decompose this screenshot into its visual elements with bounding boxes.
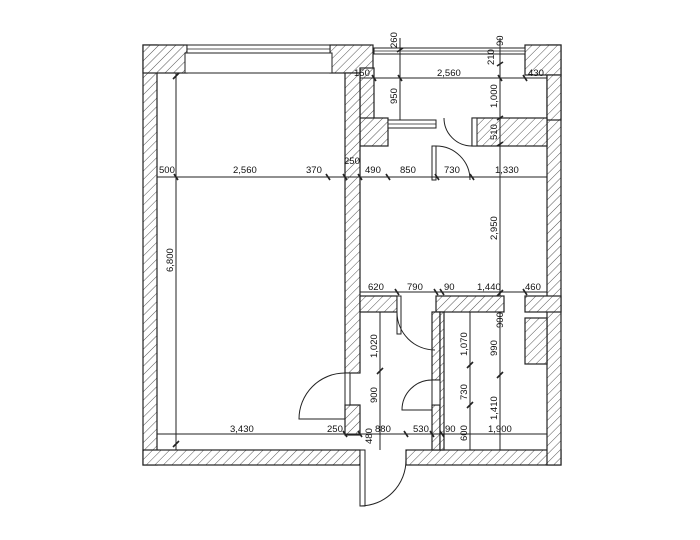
dim-v-990: 990 (489, 340, 500, 356)
dim-top-150: 150 (354, 68, 370, 79)
dim-row-850: 850 (400, 165, 416, 176)
dim-bot-880: 880 (375, 424, 391, 435)
wall-balcony-right-pier (524, 44, 562, 76)
wall-bath-partition-lower (431, 404, 441, 451)
dim-row-250: 250 (344, 156, 360, 167)
dim-row-730: 730 (444, 165, 460, 176)
wall-bath-partition (431, 311, 441, 381)
dimension-lines (157, 38, 547, 450)
dim-bot-1900: 1,900 (488, 424, 512, 435)
dim-top-510: 510 (489, 124, 500, 140)
wall-bottom-right (405, 449, 562, 466)
dim-bot-480: 480 (364, 428, 375, 444)
dim-bot-3430: 3,430 (230, 424, 254, 435)
dimension-labels: 260 210 90 150 2,560 430 950 1,000 510 5… (159, 32, 544, 444)
wall-kitchen-top-right (471, 117, 548, 147)
dim-row-500: 500 (159, 165, 175, 176)
wall-shaft (524, 317, 548, 365)
dim-v-1020: 1,020 (369, 334, 380, 358)
dim-bot-250: 250 (327, 424, 343, 435)
door-corridor-swing (396, 311, 436, 351)
window-room-sill (184, 52, 333, 74)
wall-kitchen-bottom-left (359, 295, 398, 313)
dim-row-370: 370 (306, 165, 322, 176)
door-room-swing (298, 372, 346, 420)
door-balcony (471, 117, 478, 147)
dim-v-730: 730 (459, 384, 470, 400)
dim-mid-620: 620 (368, 282, 384, 293)
dim-mid-460: 460 (525, 282, 541, 293)
door-balcony-swing (443, 117, 473, 147)
door-bath-swing (401, 379, 433, 411)
dim-bot-90: 90 (445, 424, 456, 435)
dim-row-1330: 1,330 (495, 165, 519, 176)
dim-bot-600: 600 (459, 425, 470, 441)
door-entry-swing (359, 459, 407, 507)
dim-top-210: 210 (486, 49, 497, 65)
door-room-leaf (344, 372, 351, 406)
wall-bottom-left (142, 449, 361, 466)
dim-v-2950: 2,950 (489, 216, 500, 240)
dim-top-1000: 1,000 (489, 84, 500, 108)
doors (298, 117, 478, 507)
wall-kitchen-top-left (359, 117, 389, 147)
wall-partition-vertical (344, 72, 361, 374)
dim-bot-530: 530 (413, 424, 429, 435)
dim-v-1070: 1,070 (459, 332, 470, 356)
dim-mid-90: 90 (444, 282, 455, 293)
wall-partition-lower (344, 404, 361, 436)
dim-top-90: 90 (495, 35, 506, 46)
dim-top-2560: 2,560 (437, 68, 461, 79)
wall-kitchen-bottom-right (524, 295, 562, 313)
dim-v-900-b: 900 (495, 312, 506, 328)
dim-v-6800: 6,800 (165, 248, 176, 272)
door-bath-leaf (431, 379, 441, 406)
door-kitchen-leaf (431, 145, 437, 181)
wall-left (142, 44, 158, 466)
dim-row-490: 490 (365, 165, 381, 176)
dim-mid-790: 790 (407, 282, 423, 293)
dim-top-430: 430 (528, 68, 544, 79)
dim-top-260: 260 (389, 32, 400, 48)
wall-balcony-right (546, 74, 562, 121)
wall-top-left (142, 44, 188, 74)
dim-top-950: 950 (389, 88, 400, 104)
dim-mid-1440: 1,440 (477, 282, 501, 293)
dim-row-2560: 2,560 (233, 165, 257, 176)
wall-kitchen-bottom-mid (435, 295, 505, 313)
wall-bath2-partition (439, 311, 445, 451)
walls (142, 44, 562, 466)
door-entry-leaf (359, 449, 366, 507)
dim-v-900-a: 900 (369, 387, 380, 403)
dim-v-1410: 1,410 (489, 396, 500, 420)
